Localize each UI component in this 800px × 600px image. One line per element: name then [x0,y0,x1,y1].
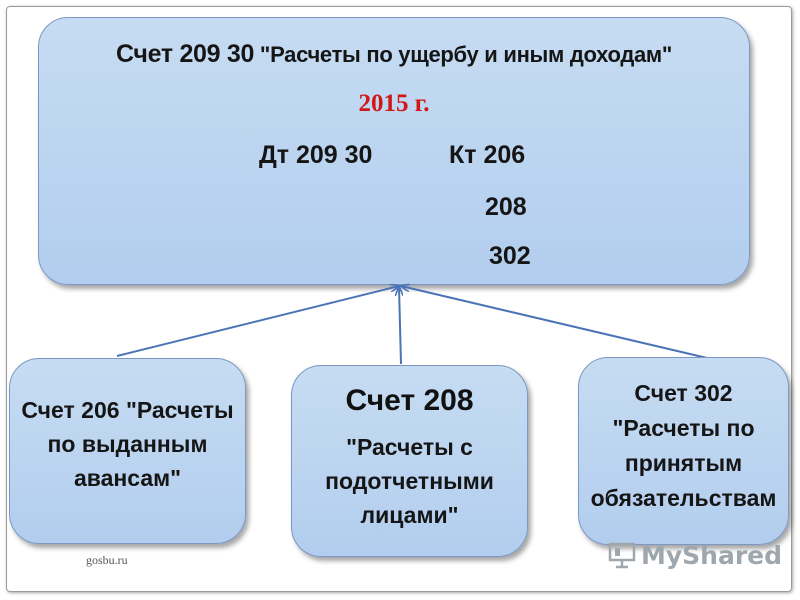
account-208-line: лицами" [360,502,459,528]
main-title-account: Счет 209 30 [115,40,255,68]
account-206-label: Счет 206 "Расчеты по выданным авансам" [10,393,245,495]
account-206-line: Счет 206 "Расчеты [21,397,234,423]
account-302-line: принятым [624,450,743,476]
account-302-box: Счет 302 "Расчеты по принятым обязательс… [578,357,789,545]
account-206-line: авансам" [73,465,182,491]
credit-entry-302: 302 [489,242,531,270]
year-label: 2015 г. [358,90,430,117]
main-account-box: Счет 209 30 "Расчеты по ущербу и иным до… [38,17,750,285]
credit-entry: Кт 206 [449,141,526,169]
account-206-box: Счет 206 "Расчеты по выданным авансам" [9,358,246,544]
main-title-desc: "Расчеты по ущербу и иным доходам" [254,42,673,67]
account-208-label: "Расчеты с подотчетными лицами" [292,430,527,532]
slide-frame [6,6,792,592]
account-302-line: "Расчеты по [612,415,755,441]
account-208-title: Счет 208 [345,384,474,417]
source-label: gosbu.ru [86,553,128,567]
account-206-line: по выданным [47,431,208,457]
account-302-line: Счет 302 [634,380,733,406]
account-208-line: подотчетными [325,468,494,494]
watermark-logo: MyShared [607,538,782,572]
credit-entry-208: 208 [485,193,527,221]
watermark-text: MyShared [641,540,783,570]
debit-entry: Дт 209 30 [259,141,373,169]
presentation-icon [608,542,636,569]
main-title: Счет 209 30 "Расчеты по ущербу и иным до… [39,40,749,69]
account-208-box: Счет 208 "Расчеты с подотчетными лицами" [291,365,528,557]
account-302-label: Счет 302 "Расчеты по принятым обязательс… [579,376,788,516]
account-208-line: "Расчеты с [346,434,473,460]
account-302-line: обязательствам [590,485,777,511]
